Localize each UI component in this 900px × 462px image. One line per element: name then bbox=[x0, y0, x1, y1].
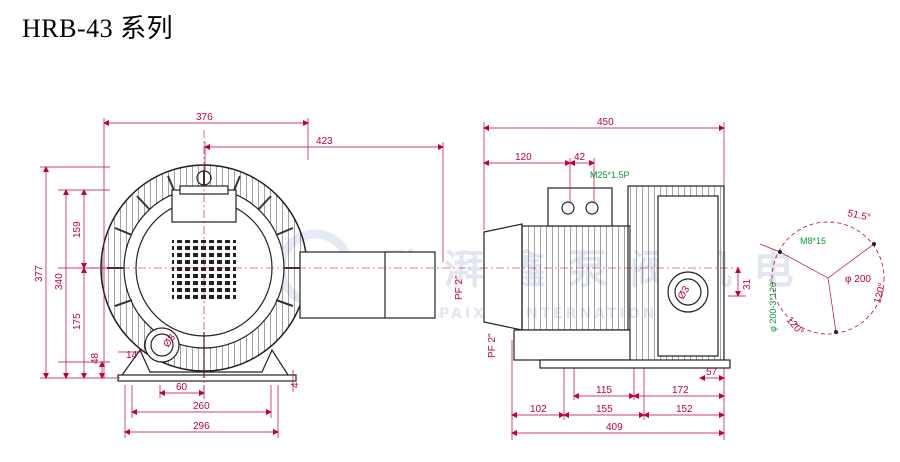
side-dimensions bbox=[483, 122, 746, 440]
flange-view bbox=[759, 221, 885, 335]
dim-14: 14 bbox=[126, 350, 138, 361]
flange-angle-120a: 120° bbox=[872, 282, 888, 305]
dim-60: 60 bbox=[176, 382, 188, 393]
dim-377: 377 bbox=[34, 265, 45, 282]
dim-450: 450 bbox=[597, 117, 614, 128]
dim-296: 296 bbox=[193, 421, 210, 432]
dim-260: 260 bbox=[193, 401, 210, 412]
dim-423: 423 bbox=[316, 136, 333, 147]
pcd-label: φ 200-3*120° bbox=[768, 278, 778, 332]
dim-155: 155 bbox=[596, 404, 613, 415]
dim-102: 102 bbox=[530, 404, 547, 415]
front-pipe-thread: PF 2" bbox=[454, 275, 465, 300]
flange-angle-120b: 120° bbox=[784, 315, 806, 338]
side-dim-labels: 450 120 42 M25*1.5P 31 57 115 172 102 15… bbox=[487, 117, 778, 433]
side-pipe-thread: PF 2" bbox=[487, 333, 498, 358]
dim-57: 57 bbox=[706, 367, 718, 378]
front-dim-labels: 376 423 377 340 159 175 48 14 60 260 296… bbox=[34, 112, 465, 432]
dim-115: 115 bbox=[596, 385, 612, 396]
dim-175: 175 bbox=[72, 313, 83, 330]
dim-120: 120 bbox=[515, 152, 532, 163]
dim-42: 42 bbox=[574, 152, 586, 163]
dim-48: 48 bbox=[90, 352, 101, 364]
front-view bbox=[90, 130, 470, 400]
dim-31: 31 bbox=[742, 278, 753, 290]
flange-dia: φ 200 bbox=[845, 274, 871, 285]
dim-159: 159 bbox=[72, 221, 83, 238]
dim-409: 409 bbox=[606, 422, 623, 433]
dim-152: 152 bbox=[676, 404, 693, 415]
front-dimensions bbox=[40, 118, 444, 438]
flange-labels: 51.5° M8*15 φ 200 120° 120° bbox=[784, 208, 889, 338]
side-view bbox=[480, 185, 740, 369]
dim-4: 4 bbox=[290, 382, 301, 388]
dim-172: 172 bbox=[672, 385, 689, 396]
flange-angle-51: 51.5° bbox=[846, 208, 871, 224]
dim-376: 376 bbox=[196, 112, 213, 123]
page-title: HRB-43 系列 bbox=[22, 14, 174, 43]
conduit-thread: M25*1.5P bbox=[590, 170, 630, 180]
flange-bolt: M8*15 bbox=[800, 236, 826, 246]
dim-340: 340 bbox=[54, 273, 65, 290]
